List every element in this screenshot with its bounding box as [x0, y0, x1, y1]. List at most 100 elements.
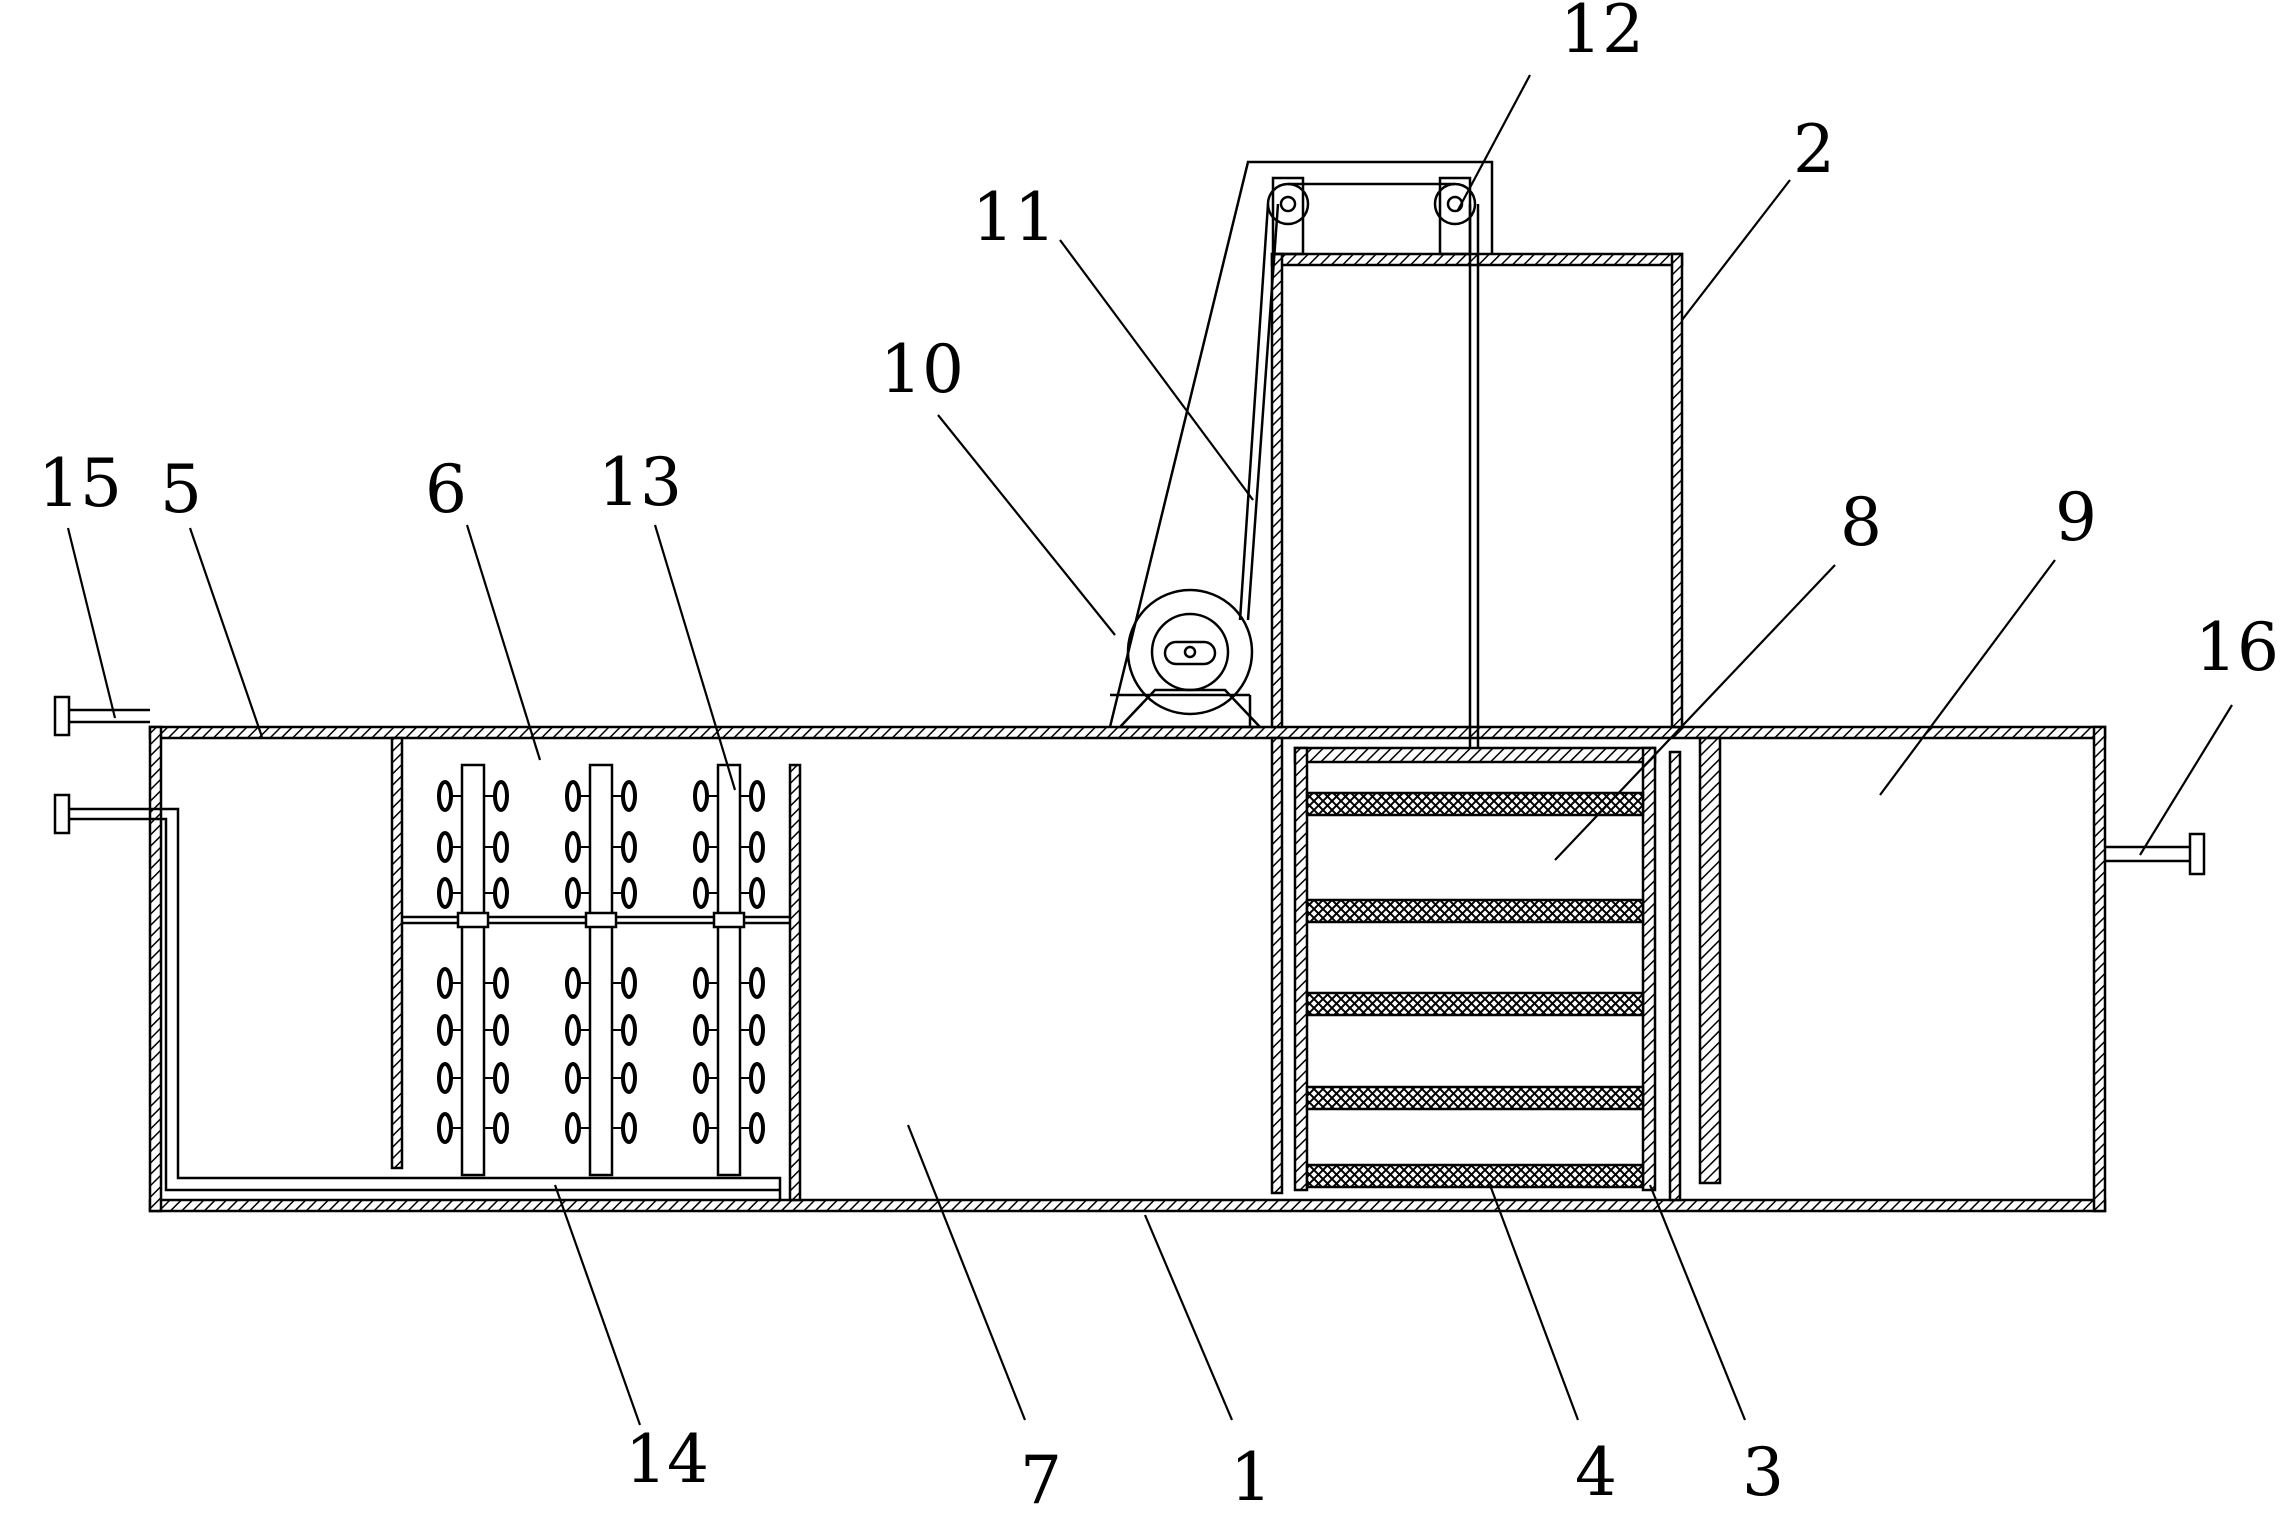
tank-right-wall: [2092, 725, 2107, 1213]
diffuser-ring: [749, 780, 765, 812]
motor-base: [1117, 688, 1263, 729]
diffuser-ring: [565, 1112, 581, 1144]
frame-right: [1641, 746, 1657, 1192]
diffuser-ring: [693, 1112, 709, 1144]
winch-assembly: [1108, 160, 1494, 748]
diffuser-ring: [693, 1062, 709, 1094]
diffuser-ring: [693, 780, 709, 812]
label-5: 5: [160, 451, 202, 528]
label-7: 7: [1020, 1442, 1062, 1519]
motor-housing: [1126, 588, 1254, 716]
leader-2: [1681, 179, 1791, 321]
leader-10: [937, 414, 1116, 636]
partition-8-9: [1668, 750, 1682, 1202]
diffuser-ring: [565, 967, 581, 999]
diffuser-ring: [621, 1014, 637, 1046]
filter-layers: [1305, 791, 1645, 1189]
diffuser-ring: [621, 877, 637, 909]
label-2: 2: [1793, 111, 1835, 188]
outlet-flange: [2188, 832, 2206, 876]
filter-layer: [1305, 1163, 1645, 1189]
diffuser-ring: [693, 967, 709, 999]
inlet-flange-lower: [53, 793, 71, 835]
label-16: 16: [2195, 609, 2279, 686]
support-frame: [1108, 160, 1494, 728]
aeration-unit: [402, 763, 790, 1177]
diffuser-ring: [749, 877, 765, 909]
leader-8: [1554, 564, 1836, 861]
reference-numerals: 15 5 6 13 10 11 12 2 8 9 16 14 7 1 4 3: [38, 0, 2279, 1519]
leader-11: [1059, 239, 1254, 501]
label-1: 1: [1230, 1439, 1272, 1516]
diffuser-ring: [621, 967, 637, 999]
cable-to-motor: [1238, 203, 1270, 621]
pulley-left-axle: [1279, 195, 1297, 213]
label-3: 3: [1742, 1434, 1784, 1511]
diffuser-ring: [621, 1062, 637, 1094]
label-15: 15: [38, 445, 122, 522]
filter-layer: [1305, 898, 1645, 924]
leader-5: [188, 527, 264, 738]
label-9: 9: [2055, 479, 2097, 556]
baffle-9: [1698, 736, 1722, 1185]
label-8: 8: [1840, 484, 1882, 561]
tank-top-wall: [148, 725, 2107, 740]
diffuser-ring: [749, 967, 765, 999]
leader-9: [1879, 559, 2056, 796]
inlet-flange-upper: [53, 695, 71, 737]
diffuser-ring: [565, 1014, 581, 1046]
partition-7-8: [1270, 736, 1284, 1195]
housing-right: [1670, 252, 1684, 729]
diffuser-ring: [693, 877, 709, 909]
diffuser-ring: [437, 831, 453, 863]
diffuser-ring: [437, 877, 453, 909]
leader-1: [1143, 1214, 1234, 1421]
diffuser-ring: [749, 1014, 765, 1046]
leader-12: [1457, 74, 1531, 211]
frame-left: [1293, 746, 1309, 1192]
label-10: 10: [880, 331, 964, 408]
motor-shaft: [1163, 640, 1217, 666]
housing-left: [1270, 252, 1284, 729]
leader-4: [1488, 1184, 1580, 1421]
label-13: 13: [598, 444, 682, 521]
diffuser-ring: [493, 831, 509, 863]
inlet-pipes: [53, 695, 782, 1200]
diffuser-ring: [565, 877, 581, 909]
diffuser-ring: [749, 1112, 765, 1144]
motor-axle: [1183, 645, 1197, 659]
tank-bottom-wall: [148, 1198, 2107, 1213]
diffuser-ring: [493, 1112, 509, 1144]
filter-layer: [1305, 791, 1645, 817]
aeration-pipe: [716, 763, 742, 1177]
air-pipe-14-inner: [69, 817, 780, 1192]
pipe-joint: [584, 911, 618, 929]
label-11: 11: [972, 179, 1056, 256]
label-6: 6: [425, 451, 467, 528]
leader-6: [465, 524, 542, 761]
pipe-joint: [712, 911, 746, 929]
label-4: 4: [1575, 1434, 1617, 1511]
leader-13: [653, 524, 737, 791]
diffuser-ring: [493, 780, 509, 812]
motor-drum: [1150, 612, 1230, 692]
aeration-pipe: [460, 763, 486, 1177]
partition-5-6: [390, 736, 404, 1170]
diffuser-ring: [437, 1014, 453, 1046]
diffuser-ring: [493, 877, 509, 909]
diffuser-ring: [565, 780, 581, 812]
pulley-mount-right: [1438, 176, 1472, 256]
tank-left-wall: [148, 725, 163, 1213]
partition-6-7: [788, 763, 802, 1202]
diffuser-ring: [437, 967, 453, 999]
diffuser-ring: [749, 831, 765, 863]
diffuser-ring: [565, 831, 581, 863]
air-pipe-14: [69, 807, 782, 1200]
label-12: 12: [1560, 0, 1644, 68]
cable-to-motor-2: [1246, 203, 1280, 621]
diffuser-ring: [493, 1014, 509, 1046]
diffuser-ring: [493, 1062, 509, 1094]
label-14: 14: [625, 1421, 709, 1498]
